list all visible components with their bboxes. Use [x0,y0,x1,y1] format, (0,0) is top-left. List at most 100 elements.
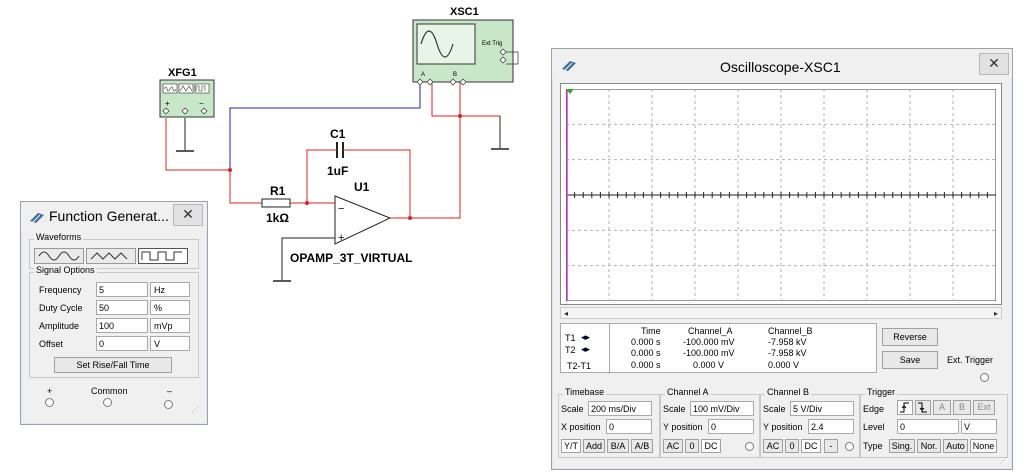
channel-a-ac-button[interactable]: AC [663,439,683,453]
channel-b-ac-button[interactable]: AC [763,439,783,453]
scope-scrollbar[interactable]: ◂ ▸ [560,307,1002,319]
wire-blue[interactable] [229,82,421,170]
set-rise-fall-time-button[interactable]: Set Rise/Fall Time [54,357,172,373]
channel-b-connector[interactable] [845,442,854,451]
channel-b-scale-input[interactable]: 5 V/Div [790,401,854,416]
wire-cap-left[interactable] [306,149,332,203]
cursor-t1-icon[interactable] [566,89,574,94]
triangle-wave-icon[interactable] [86,248,136,264]
sine-wave-icon[interactable] [34,248,84,264]
trigger-none-button[interactable]: None [970,439,997,453]
readout-header-time: Time [641,326,661,336]
channel-b-zero-button[interactable]: 0 [785,439,799,453]
trigger-level-input[interactable]: 0 [897,419,959,434]
wire-xsc1-b-minus[interactable] [431,82,501,148]
resize-grip-icon[interactable]: ⋰ [191,405,199,414]
trigger-level-unit[interactable]: V [961,419,997,434]
channel-a-connector[interactable] [745,442,754,451]
trigger-type-label: Type [863,441,883,451]
t1-channel-b: -7.958 kV [768,337,807,347]
falling-edge-icon[interactable] [915,400,931,415]
opamp-u1[interactable]: U1 − + OPAMP_3T_VIRTUAL [290,180,412,265]
channel-a-scale-input[interactable]: 100 mV/Div [690,401,754,416]
trigger-source-b-button[interactable]: B [953,400,971,415]
close-button[interactable]: ✕ [979,53,1009,75]
channel-b-ypos-input[interactable]: 2.4 [808,419,854,434]
offset-label: Offset [39,339,63,349]
timebase-group: Timebase Scale 200 ms/Div X position 0 Y… [558,387,660,458]
resistor-r1[interactable]: R1 1kΩ [261,184,291,225]
wire-cap-right[interactable] [348,149,411,218]
xfg1-component[interactable]: XFG1 + − [159,67,215,118]
terminal-common-connector[interactable] [103,398,112,407]
timebase-scale-label: Scale [561,404,584,414]
trigger-label: Trigger [865,387,898,397]
amplitude-unit[interactable]: mVp [150,318,190,333]
readout-header-channel-a: Channel_A [688,326,733,336]
mode-ab-button[interactable]: A/B [631,439,653,453]
amplitude-input[interactable]: 100 [96,318,148,333]
capacitor-c1[interactable]: C1 1uF [327,127,348,178]
offset-unit[interactable]: V [150,336,190,351]
trigger-auto-button[interactable]: Auto [943,439,968,453]
reverse-button[interactable]: Reverse [882,328,938,346]
function-generator-titlebar[interactable]: Function Generat... ✕ [21,202,207,232]
timebase-label: Timebase [563,387,607,397]
scroll-left-icon[interactable]: ◂ [563,309,568,318]
wire-opamp-out[interactable] [390,82,461,219]
trigger-edge-label: Edge [863,404,885,414]
oscilloscope-window[interactable]: Oscilloscope-XSC1 ✕ ◂ ▸ T1 T2 T2-T1 ◂▸ ◂… [551,48,1013,470]
function-generator-window[interactable]: Function Generat... ✕ Waveforms Signal O… [20,201,208,425]
duty-cycle-input[interactable]: 50 [96,300,148,315]
junction-dot [408,216,412,220]
xsc1-terminal-b: B [453,72,457,78]
trigger-normal-button[interactable]: Nor. [917,439,941,453]
x-position-input[interactable]: 0 [606,419,652,434]
c1-ref: C1 [330,127,346,141]
channel-b-dc-button[interactable]: DC [801,439,821,453]
scope-display[interactable] [566,89,996,301]
frequency-unit[interactable]: Hz [150,282,190,297]
t1-time: 0.000 s [631,337,661,347]
t2-t1-time: 0.000 s [631,360,661,370]
save-button[interactable]: Save [882,351,938,369]
r1-value: 1kΩ [266,211,289,225]
t2-cursor-arrows-icon[interactable]: ◂▸ [581,344,591,354]
channel-a-dc-button[interactable]: DC [701,439,721,453]
x-position-label: X position [561,422,601,432]
ext-trigger-connector[interactable] [980,373,989,382]
rising-edge-icon[interactable] [897,400,913,415]
channel-a-ypos-input[interactable]: 0 [708,419,754,434]
oscilloscope-titlebar[interactable]: Oscilloscope-XSC1 ✕ [552,49,1012,77]
timebase-scale-input[interactable]: 200 ms/Div [588,401,652,416]
frequency-input[interactable]: 5 [96,282,148,297]
offset-input[interactable]: 0 [96,336,148,351]
mode-add-button[interactable]: Add [583,439,605,453]
mode-ba-button[interactable]: B/A [607,439,629,453]
t1-cursor-arrows-icon[interactable]: ◂▸ [581,332,591,342]
wire-xfg1-to-r1[interactable] [165,118,262,204]
scroll-right-icon[interactable]: ▸ [993,309,998,318]
trigger-single-button[interactable]: Sing. [889,439,915,453]
trigger-source-ext-button[interactable]: Ext [973,400,995,415]
close-button[interactable]: ✕ [173,204,203,226]
trigger-level-label: Level [863,422,885,432]
resize-grip-icon[interactable]: ⋰ [999,456,1007,465]
mode-yt-button[interactable]: Y/T [561,439,581,453]
circuit-schematic[interactable]: XFG1 + − XSC1 Ext Trig A B C1 1uF R1 [0,0,560,474]
terminal-plus-label: + [47,386,53,396]
terminal-minus-connector[interactable] [164,400,173,409]
duty-cycle-unit[interactable]: % [150,300,190,315]
readout-header-channel-b: Channel_B [768,326,813,336]
terminal-plus-connector[interactable] [45,398,54,407]
oscilloscope-title: Oscilloscope-XSC1 [720,59,841,75]
xsc1-component[interactable]: XSC1 Ext Trig A B [412,6,519,86]
square-wave-icon[interactable] [138,248,188,264]
wire-opamp-plus[interactable] [281,237,335,280]
channel-b-label: Channel B [765,387,812,397]
channel-a-zero-button[interactable]: 0 [685,439,699,453]
trigger-source-a-button[interactable]: A [933,400,951,415]
xsc1-terminal-a: A [421,72,425,78]
channel-b-invert-button[interactable]: - [824,439,838,453]
waveforms-label: Waveforms [34,232,84,242]
